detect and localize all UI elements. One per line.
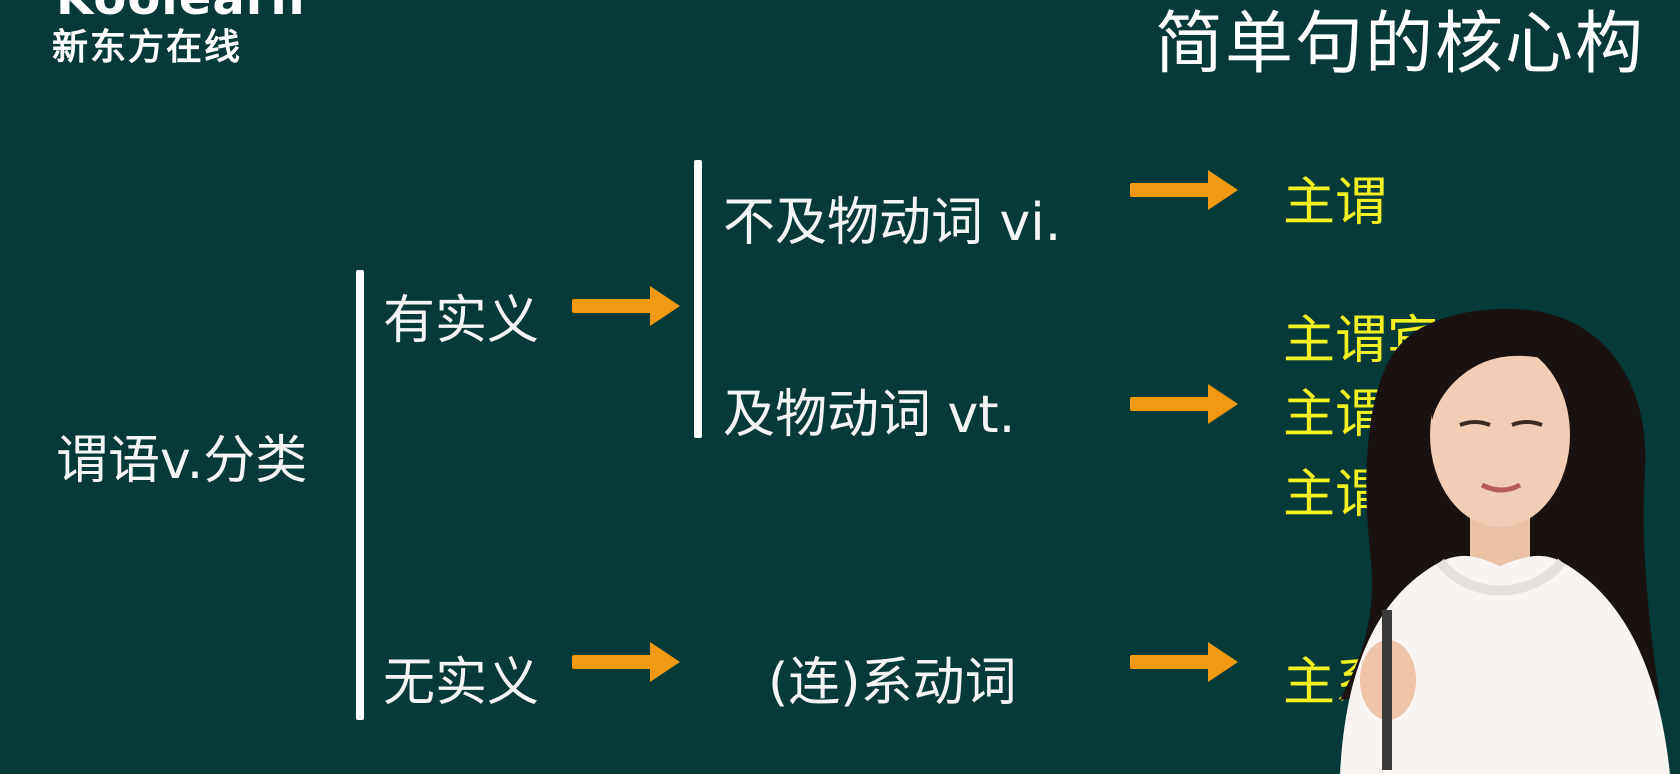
arrow-right-icon (1130, 642, 1242, 682)
linking-verb-label: (连)系动词 (768, 653, 1017, 713)
arrow-right-icon (1130, 384, 1242, 424)
logo-text-cn: 新东方在线 (52, 27, 243, 68)
arrow-right-icon (572, 642, 684, 682)
branch-nonmeaningful-label: 无实义 (383, 653, 540, 713)
logo-text-en: Koolearn (56, 0, 306, 26)
slide-title: 简单句的核心构 (1155, 5, 1646, 84)
presenter-image (1340, 309, 1670, 774)
bracket-verb-types (694, 160, 702, 438)
result-vi: 主谓 (1283, 173, 1388, 233)
root-label: 谓语v.分类 (56, 431, 308, 491)
intransitive-verb-label: 不及物动词 vi. (723, 193, 1062, 253)
bracket-main (356, 270, 364, 720)
transitive-verb-label: 及物动词 vt. (723, 385, 1016, 445)
branch-meaningful-label: 有实义 (383, 291, 540, 351)
arrow-right-icon (1130, 170, 1242, 210)
arrow-right-icon (572, 286, 684, 326)
